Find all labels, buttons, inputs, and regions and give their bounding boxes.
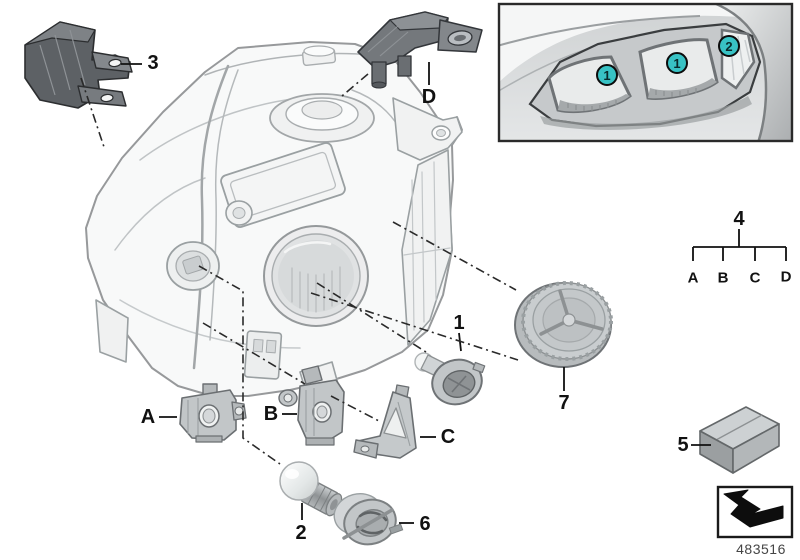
housing-right-panel bbox=[401, 149, 453, 346]
housing-mount-wing bbox=[392, 97, 463, 161]
label-bracket-c[interactable]: C bbox=[440, 426, 456, 448]
legend-letter-a[interactable]: A bbox=[687, 269, 699, 287]
part1-socket-drawing[interactable] bbox=[414, 352, 488, 411]
label-part-5[interactable]: 5 bbox=[677, 434, 689, 456]
part7-cap-drawing[interactable] bbox=[514, 281, 613, 368]
label-bracket-b[interactable]: B bbox=[263, 403, 279, 425]
legend-letter-b[interactable]: B bbox=[717, 269, 729, 287]
legend-bracket-lines bbox=[692, 229, 787, 261]
label-part-7[interactable]: 7 bbox=[558, 392, 570, 414]
inset-border bbox=[497, 2, 794, 143]
label-part-3[interactable]: 3 bbox=[147, 52, 159, 74]
diagram-number: 483516 bbox=[736, 541, 786, 557]
housing-main-bulb-opening bbox=[263, 225, 369, 327]
part2-bulb-drawing[interactable] bbox=[279, 461, 345, 518]
part6-holder-drawing[interactable] bbox=[330, 488, 404, 550]
image-direction-box bbox=[716, 485, 794, 539]
label-part-2[interactable]: 2 bbox=[295, 522, 307, 544]
zigzag-up-left-arrow-icon bbox=[723, 489, 784, 528]
housing-small-bulb-opening bbox=[166, 241, 220, 291]
bracket-d-drawing[interactable] bbox=[357, 11, 483, 89]
inset-callout-1b[interactable]: 1 bbox=[666, 52, 688, 74]
housing-top-cylinder bbox=[269, 45, 375, 143]
housing-bottom-connector bbox=[243, 330, 283, 380]
label-part-6[interactable]: 6 bbox=[419, 513, 431, 535]
headlight-housing-drawing[interactable] bbox=[85, 41, 463, 397]
legend-letter-d[interactable]: D bbox=[780, 268, 792, 286]
label-part-1[interactable]: 1 bbox=[453, 312, 465, 334]
label-bracket-a[interactable]: A bbox=[140, 406, 156, 428]
bracket-c-drawing[interactable] bbox=[353, 384, 417, 459]
part3-bracket-drawing[interactable] bbox=[24, 21, 133, 109]
housing-ecu-block bbox=[220, 142, 346, 228]
inset-callout-2[interactable]: 2 bbox=[718, 35, 740, 57]
label-part-4[interactable]: 4 bbox=[733, 208, 745, 230]
dash-dot-leader-lines bbox=[80, 73, 519, 465]
label-bracket-d[interactable]: D bbox=[421, 86, 437, 108]
inset-callout-1a[interactable]: 1 bbox=[596, 64, 618, 86]
car-headlight-inset bbox=[497, 2, 794, 143]
bracket-b-drawing[interactable] bbox=[278, 365, 345, 446]
legend-letter-c[interactable]: C bbox=[749, 269, 761, 287]
part5-box-drawing[interactable] bbox=[699, 406, 780, 474]
